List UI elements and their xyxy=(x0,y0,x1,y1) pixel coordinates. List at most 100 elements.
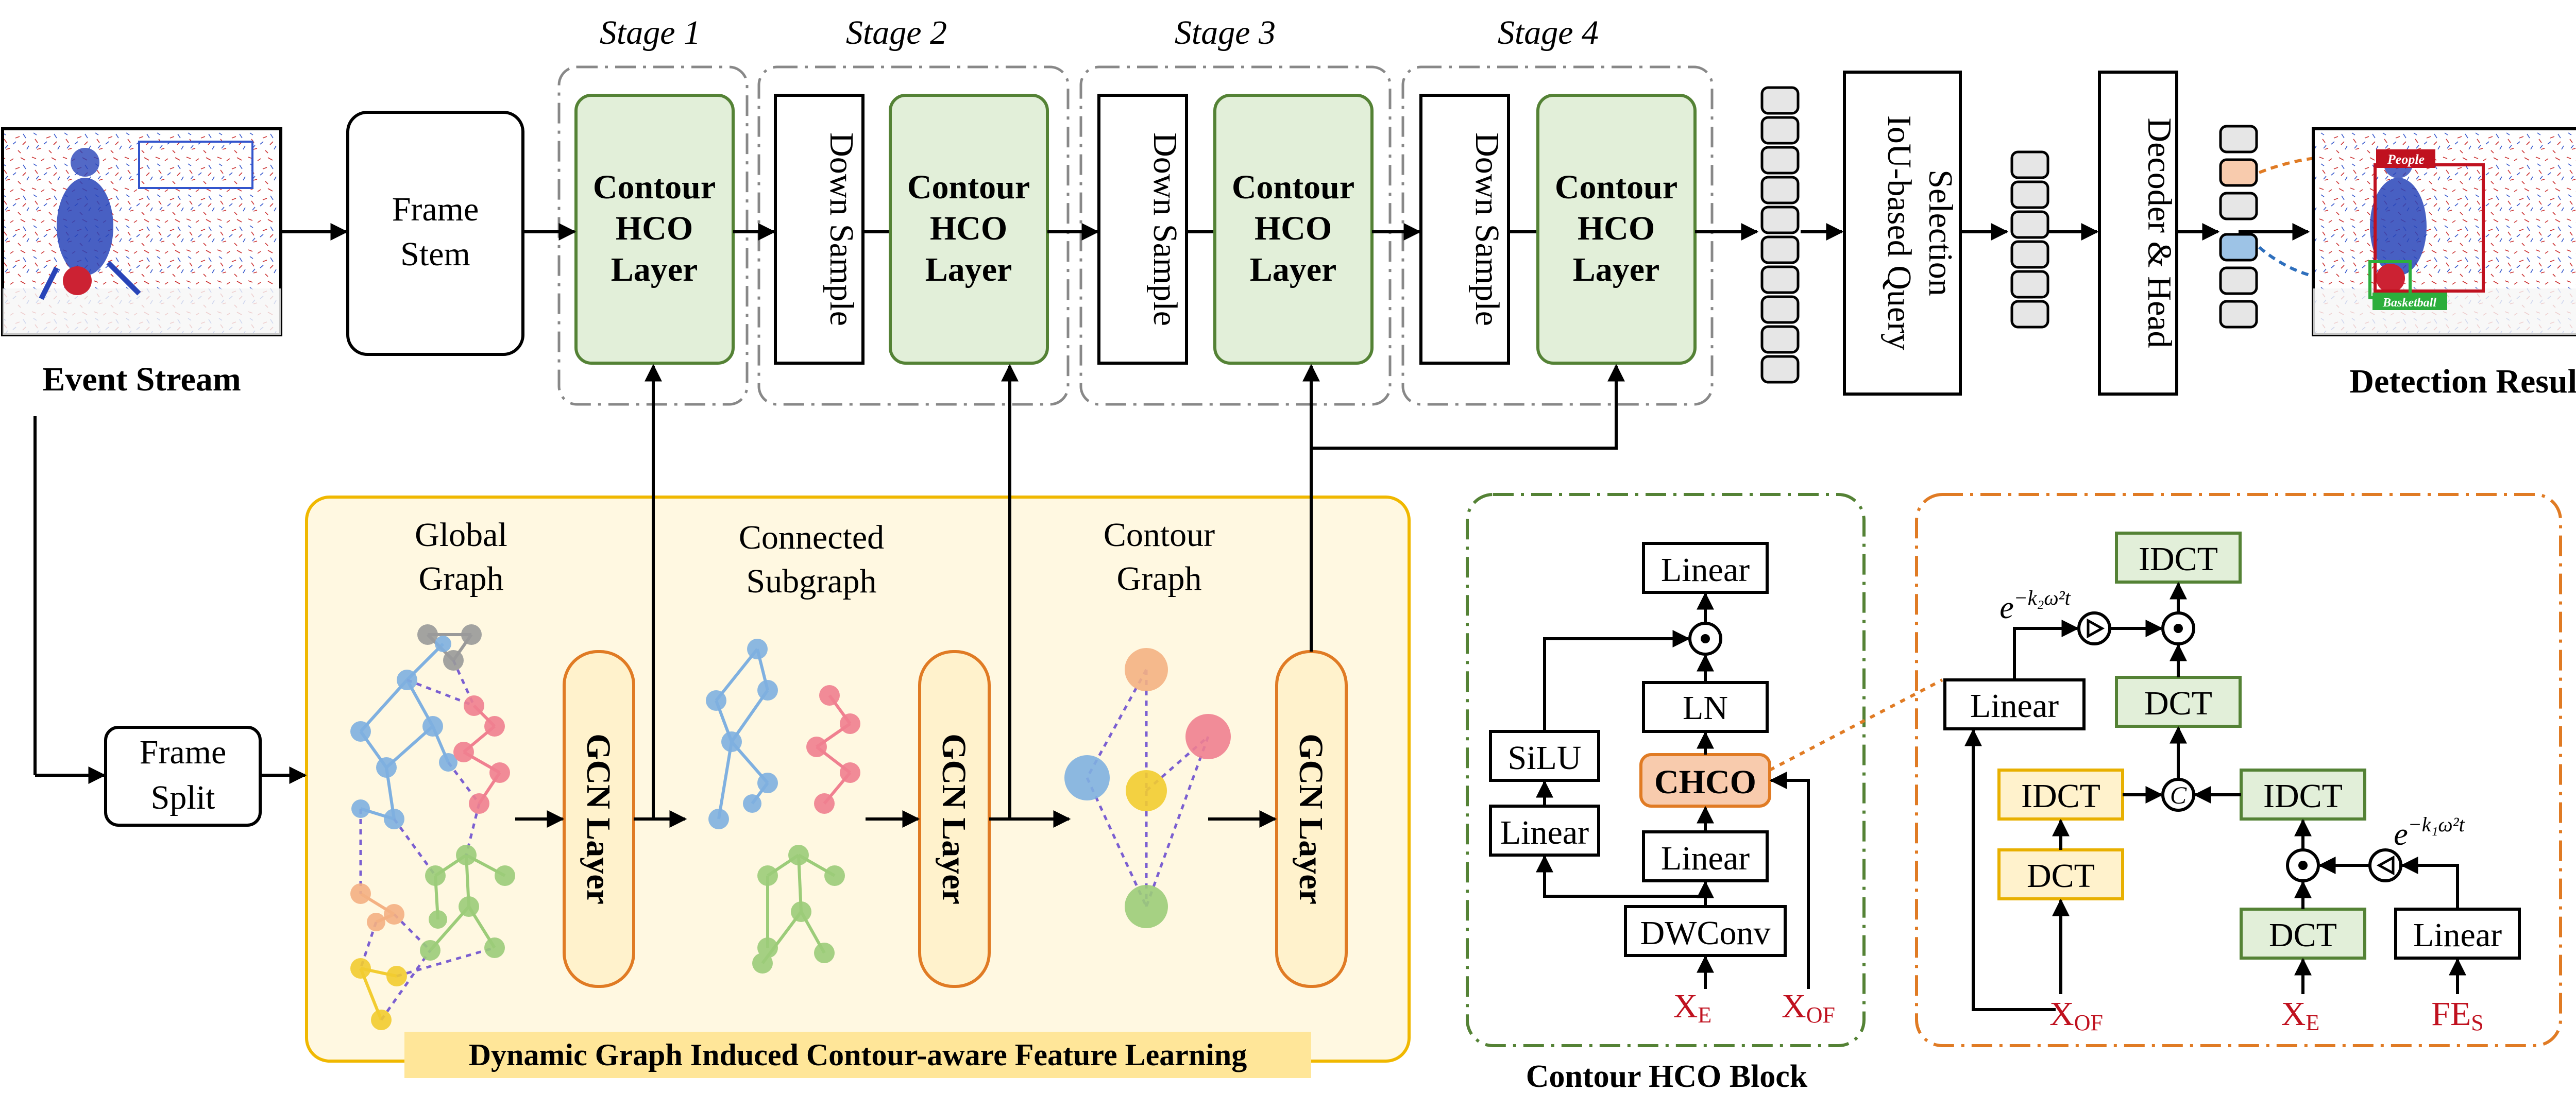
contour-hco-layer-2: Contour HCO Layer xyxy=(889,94,1049,365)
svg-text:XOF: XOF xyxy=(1782,987,1835,1028)
frame-stem-box xyxy=(346,111,524,356)
svg-text:IDCT: IDCT xyxy=(2263,777,2343,815)
chco-exp-1: e−k₁ω²t xyxy=(2394,813,2465,852)
stage-3-label: Stage 3 xyxy=(1175,14,1276,52)
token-stack-3 xyxy=(2219,125,2258,329)
chco-dct-right: DCT xyxy=(2240,908,2366,960)
chco-idct-right: IDCT xyxy=(2240,769,2366,821)
detection-results-image xyxy=(2312,127,2576,336)
hco-xe-label: XE xyxy=(1673,987,1712,1028)
chco-multiply-top xyxy=(2161,611,2195,645)
svg-text:Down Sample: Down Sample xyxy=(823,132,860,326)
chco-detail-panel xyxy=(1915,493,2562,1047)
svg-text:XE: XE xyxy=(2281,995,2320,1035)
svg-text:HCO: HCO xyxy=(1578,210,1655,247)
svg-text:Contour: Contour xyxy=(593,168,716,206)
svg-text:GCN Layer: GCN Layer xyxy=(935,733,973,905)
event-stream-image xyxy=(1,127,282,336)
svg-text:C: C xyxy=(2170,782,2187,809)
gcn-layer-2: GCN Layer xyxy=(918,650,991,988)
svg-text:Selection: Selection xyxy=(1922,169,1959,296)
stage-4-group xyxy=(1401,65,1714,406)
svg-text:IDCT: IDCT xyxy=(2139,540,2218,578)
contour-hco-layer-3: Contour HCO Layer xyxy=(1213,94,1374,365)
stage-1-label: Stage 1 xyxy=(600,14,701,52)
svg-text:IoU-based Query: IoU-based Query xyxy=(1880,115,1918,350)
frame-stem-line-1: Frame xyxy=(392,191,479,228)
frame-split-line-2: Split xyxy=(151,779,215,816)
svg-text:People: People xyxy=(2387,152,2425,167)
chco-decay-gate-1 xyxy=(2368,848,2402,882)
connected-subgraph-title-2: Subgraph xyxy=(747,562,877,600)
svg-text:Contour: Contour xyxy=(1555,168,1677,206)
svg-text:DCT: DCT xyxy=(2027,857,2095,895)
stage-3-group xyxy=(1079,65,1392,406)
contour-graph-title-2: Graph xyxy=(1117,560,1202,598)
chco-idct-top: IDCT xyxy=(2115,532,2242,584)
svg-text:GCN Layer: GCN Layer xyxy=(1292,733,1330,905)
svg-text:GCN Layer: GCN Layer xyxy=(580,733,617,905)
svg-text:IDCT: IDCT xyxy=(2021,777,2100,815)
graph-panel-arrows xyxy=(515,364,1625,828)
event-stream-label: Event Stream xyxy=(42,361,241,398)
chco-detail-arrows xyxy=(1964,582,2466,1011)
svg-text:Layer: Layer xyxy=(1250,251,1337,288)
chco-decay-gate-2 xyxy=(2077,611,2111,645)
contour-graph-title-1: Contour xyxy=(1104,516,1215,554)
svg-text:XOF: XOF xyxy=(2049,995,2103,1035)
svg-text:Layer: Layer xyxy=(611,251,698,288)
svg-text:e−k₁ω²t: e−k₁ω²t xyxy=(2394,813,2465,852)
chco-xe-label: XE xyxy=(2281,995,2320,1035)
hco-chco: CHCO xyxy=(1639,753,1771,808)
connected-subgraph-title-1: Connected xyxy=(739,519,884,556)
iou-query-selection: IoU-based Query Selection xyxy=(1843,71,1962,396)
chco-linear-left: Linear xyxy=(1943,678,2086,730)
stage-4-label: Stage 4 xyxy=(1498,14,1599,52)
chco-concat: C xyxy=(2161,778,2195,812)
svg-text:Contour: Contour xyxy=(1232,168,1354,206)
chco-xof-label: XOF xyxy=(2049,995,2103,1035)
svg-text:Contour: Contour xyxy=(907,168,1030,206)
svg-text:LN: LN xyxy=(1683,689,1728,727)
graph-panel-caption-bg xyxy=(404,1032,1311,1078)
svg-text:XE: XE xyxy=(1673,987,1712,1028)
svg-text:Basketball: Basketball xyxy=(2382,296,2436,310)
svg-text:Linear: Linear xyxy=(1500,814,1589,851)
decoder-head: Decoder & Head xyxy=(2098,71,2178,396)
hco-block-arrows xyxy=(1536,592,1810,989)
down-sample-4: Down Sample xyxy=(1419,94,1510,365)
svg-text:DCT: DCT xyxy=(2144,685,2212,722)
svg-text:e−k₂ω²t: e−k₂ω²t xyxy=(1999,586,2071,625)
svg-text:Linear: Linear xyxy=(2413,916,2502,954)
svg-text:Layer: Layer xyxy=(925,251,1012,288)
down-sample-2: Down Sample xyxy=(774,94,865,365)
token-stack-2 xyxy=(2010,150,2049,329)
chco-multiply-right xyxy=(2286,848,2320,882)
people-tag: People xyxy=(2376,149,2435,168)
svg-text:HCO: HCO xyxy=(930,210,1007,247)
hco-linear-left: Linear xyxy=(1489,805,1600,857)
svg-text:DCT: DCT xyxy=(2269,916,2337,954)
frame-stem-line-2: Stem xyxy=(400,235,470,273)
svg-text:Down Sample: Down Sample xyxy=(1146,132,1184,326)
svg-text:Linear: Linear xyxy=(1661,840,1750,877)
chco-detail-connector xyxy=(1769,678,1943,772)
hco-linear-mid: Linear xyxy=(1642,830,1769,882)
token-stack-1 xyxy=(1760,86,1800,384)
svg-text:SiLU: SiLU xyxy=(1507,739,1581,777)
gcn-layer-1: GCN Layer xyxy=(563,650,635,988)
global-graph-title-2: Graph xyxy=(419,560,504,598)
hco-block-caption: Contour HCO Block xyxy=(1526,1059,1808,1094)
hco-multiply-top xyxy=(1688,622,1722,656)
chco-dct-left: DCT xyxy=(1997,848,2124,900)
hco-silu: SiLU xyxy=(1489,730,1600,782)
chco-fes-label: FES xyxy=(2431,995,2484,1035)
connected-subgraph xyxy=(706,639,860,974)
chco-exp-2: e−k₂ω²t xyxy=(1999,586,2071,625)
svg-text:Linear: Linear xyxy=(1661,551,1750,589)
svg-text:Decoder & Head: Decoder & Head xyxy=(2141,117,2178,348)
hco-linear-top: Linear xyxy=(1642,542,1769,594)
svg-text:FES: FES xyxy=(2431,995,2484,1035)
hco-block-panel xyxy=(1466,493,1866,1047)
